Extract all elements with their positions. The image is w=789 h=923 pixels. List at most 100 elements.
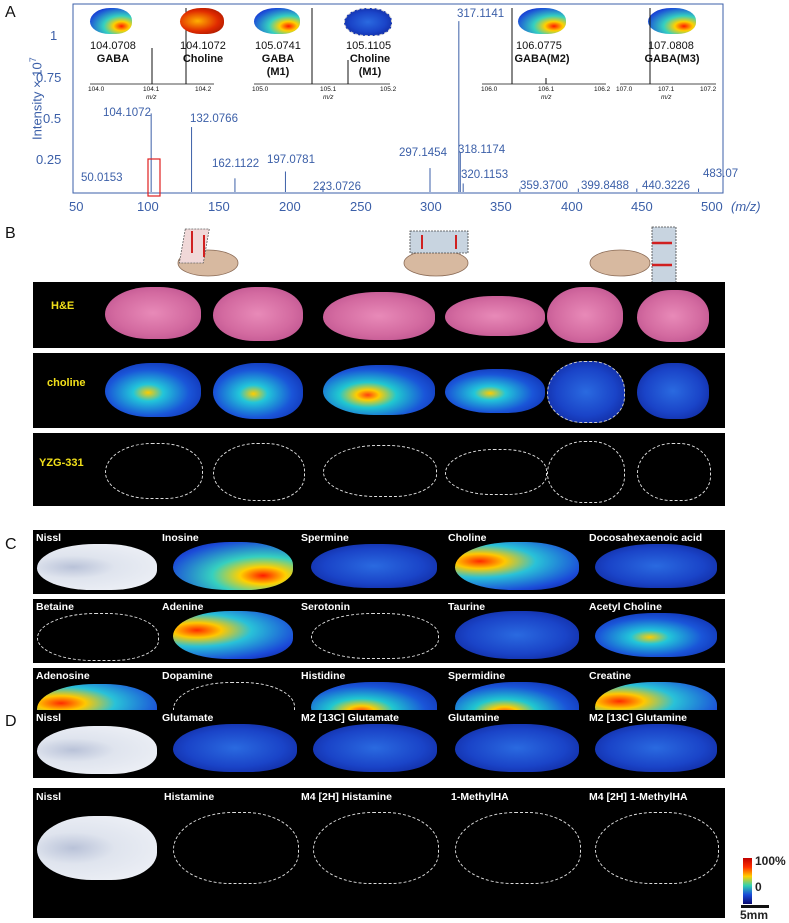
highlight-box [147, 158, 161, 197]
peak-label: 297.1454 [399, 147, 447, 159]
peak-label: 50.0153 [81, 172, 123, 184]
metabolite-label: Taurine [448, 601, 486, 613]
mass-spectrum-chart [72, 3, 724, 197]
metabolite-label: M2 [13C] Glutamate [301, 712, 400, 724]
inset-unit: m/z [661, 94, 672, 101]
metabolite-label: Serotonin [301, 601, 350, 613]
metabolite-label: M4 [2H] 1-MethylHA [589, 791, 688, 803]
metabolite-label: Nissl [36, 791, 62, 803]
inset-name: GABA(M2) [514, 53, 570, 65]
metabolite-label: Adenosine [36, 670, 90, 682]
peak-label: 399.8488 [581, 180, 629, 192]
panel-label-a: A [5, 4, 16, 21]
x-tick: 350 [490, 199, 512, 214]
metabolite-label: Adenine [162, 601, 204, 613]
inset-tick: 105.2 [380, 86, 397, 93]
inset-mz: 106.0775 [516, 40, 562, 52]
ms-image-gaba-m1 [254, 8, 300, 34]
inset-mz: 107.0808 [648, 40, 694, 52]
peak-label: 317.1141 [457, 8, 505, 20]
x-tick: 450 [631, 199, 653, 214]
inset-name: GABA [96, 53, 130, 65]
b-row-he: H&E [33, 282, 725, 348]
inset-mz: 104.1072 [180, 40, 226, 52]
inset-mz: 104.0708 [90, 40, 136, 52]
metabolite-label: Spermidine [448, 670, 506, 682]
inset-mz: 105.1105 [346, 40, 392, 52]
x-axis-unit: (m/z) [731, 199, 761, 214]
metabolite-label: Docosahexaenoic acid [589, 532, 703, 544]
y-tick: 0.25 [36, 152, 62, 167]
scale-bar [741, 905, 769, 908]
c-row-1: Nissl Inosine Spermine Choline Docosahex… [33, 530, 725, 594]
inset-sub: (M1) [266, 66, 290, 78]
spectrum-panel: Intensity × 107 1 0.75 0.5 0.25 50 100 1… [0, 0, 789, 222]
metabolite-label: M2 [13C] Glutamine [589, 712, 688, 724]
d-row-1: Nissl Glutamate M2 [13C] Glutamate Gluta… [33, 710, 725, 778]
metabolite-label: Inosine [162, 532, 199, 544]
panel-label-c: C [5, 536, 17, 553]
peak-label: 359.3700 [520, 180, 568, 192]
d-row-2: Nissl Histamine M4 [2H] Histamine 1-Meth… [33, 788, 725, 918]
inset-name: GABA [261, 53, 295, 65]
metabolite-label: Histamine [164, 791, 215, 803]
peak-label: 223.0726 [313, 181, 361, 193]
peak-label: 320.1153 [461, 169, 509, 181]
inset-tick: 106.2 [594, 86, 611, 93]
inset-spectrum-gaba-m3 [620, 8, 716, 85]
peak-label: 162.1122 [212, 158, 260, 170]
metabolite-label: Choline [448, 532, 487, 544]
inset-name: Choline [182, 53, 224, 65]
x-tick: 250 [350, 199, 372, 214]
metabolite-label: Glutamate [162, 712, 214, 724]
inset-name: GABA(M3) [644, 53, 700, 65]
row-label: YZG-331 [39, 457, 84, 469]
y-tick: 0.75 [36, 70, 62, 85]
b-row-choline: choline [33, 353, 725, 428]
y-tick: 0.5 [43, 111, 62, 126]
metabolite-label: Acetyl Choline [589, 601, 662, 613]
inset-tick: 107.1 [658, 86, 675, 93]
peak-label: 197.0781 [267, 154, 315, 166]
metabolite-label: 1-MethylHA [451, 791, 509, 803]
b-row-yzg331: YZG-331 [33, 433, 725, 506]
inset-unit: m/z [146, 94, 157, 101]
metabolite-label: Betaine [36, 601, 74, 613]
colorbar-min: 0 [755, 880, 762, 894]
inset-sub: (M1) [358, 66, 382, 78]
x-tick: 500 [701, 199, 723, 214]
metabolite-label: Nissl [36, 532, 62, 544]
x-tick: 200 [279, 199, 301, 214]
inset-mz: 105.0741 [255, 40, 301, 52]
ms-image-choline [180, 8, 224, 34]
y-tick: 1 [50, 28, 58, 43]
inset-unit: m/z [541, 94, 552, 101]
inset-tick: 104.2 [195, 86, 212, 93]
metabolite-label: Nissl [36, 712, 62, 724]
scale-label: 5mm [740, 908, 769, 922]
ms-image-choline-m1 [344, 8, 392, 36]
metabolite-label: Glutamine [448, 712, 500, 724]
inset-tick: 106.0 [481, 86, 498, 93]
panel-label-d: D [5, 713, 17, 730]
x-tick: 300 [420, 199, 442, 214]
inset-tick: 107.2 [700, 86, 717, 93]
c-row-2: Betaine Adenine Serotonin Taurine Acetyl… [33, 599, 725, 663]
metabolite-label: Histidine [301, 670, 346, 682]
x-tick: 400 [561, 199, 583, 214]
peak-label: 440.3226 [642, 180, 690, 192]
plot-frame [72, 3, 724, 194]
ms-image-gaba [90, 8, 132, 34]
peaks-group [72, 21, 700, 192]
ms-image-gaba-m2 [518, 8, 566, 34]
inset-unit: m/z [323, 94, 334, 101]
row-label: H&E [51, 300, 75, 312]
peak-label: 104.1072 [103, 107, 151, 119]
brain-schematic-coronal [177, 228, 239, 277]
metabolite-label: Creatine [589, 670, 632, 682]
metabolite-label: Dopamine [162, 670, 213, 682]
metabolite-label: M4 [2H] Histamine [301, 791, 393, 803]
x-tick: 150 [208, 199, 230, 214]
row-label: choline [47, 377, 86, 389]
inset-tick: 106.1 [538, 86, 555, 93]
